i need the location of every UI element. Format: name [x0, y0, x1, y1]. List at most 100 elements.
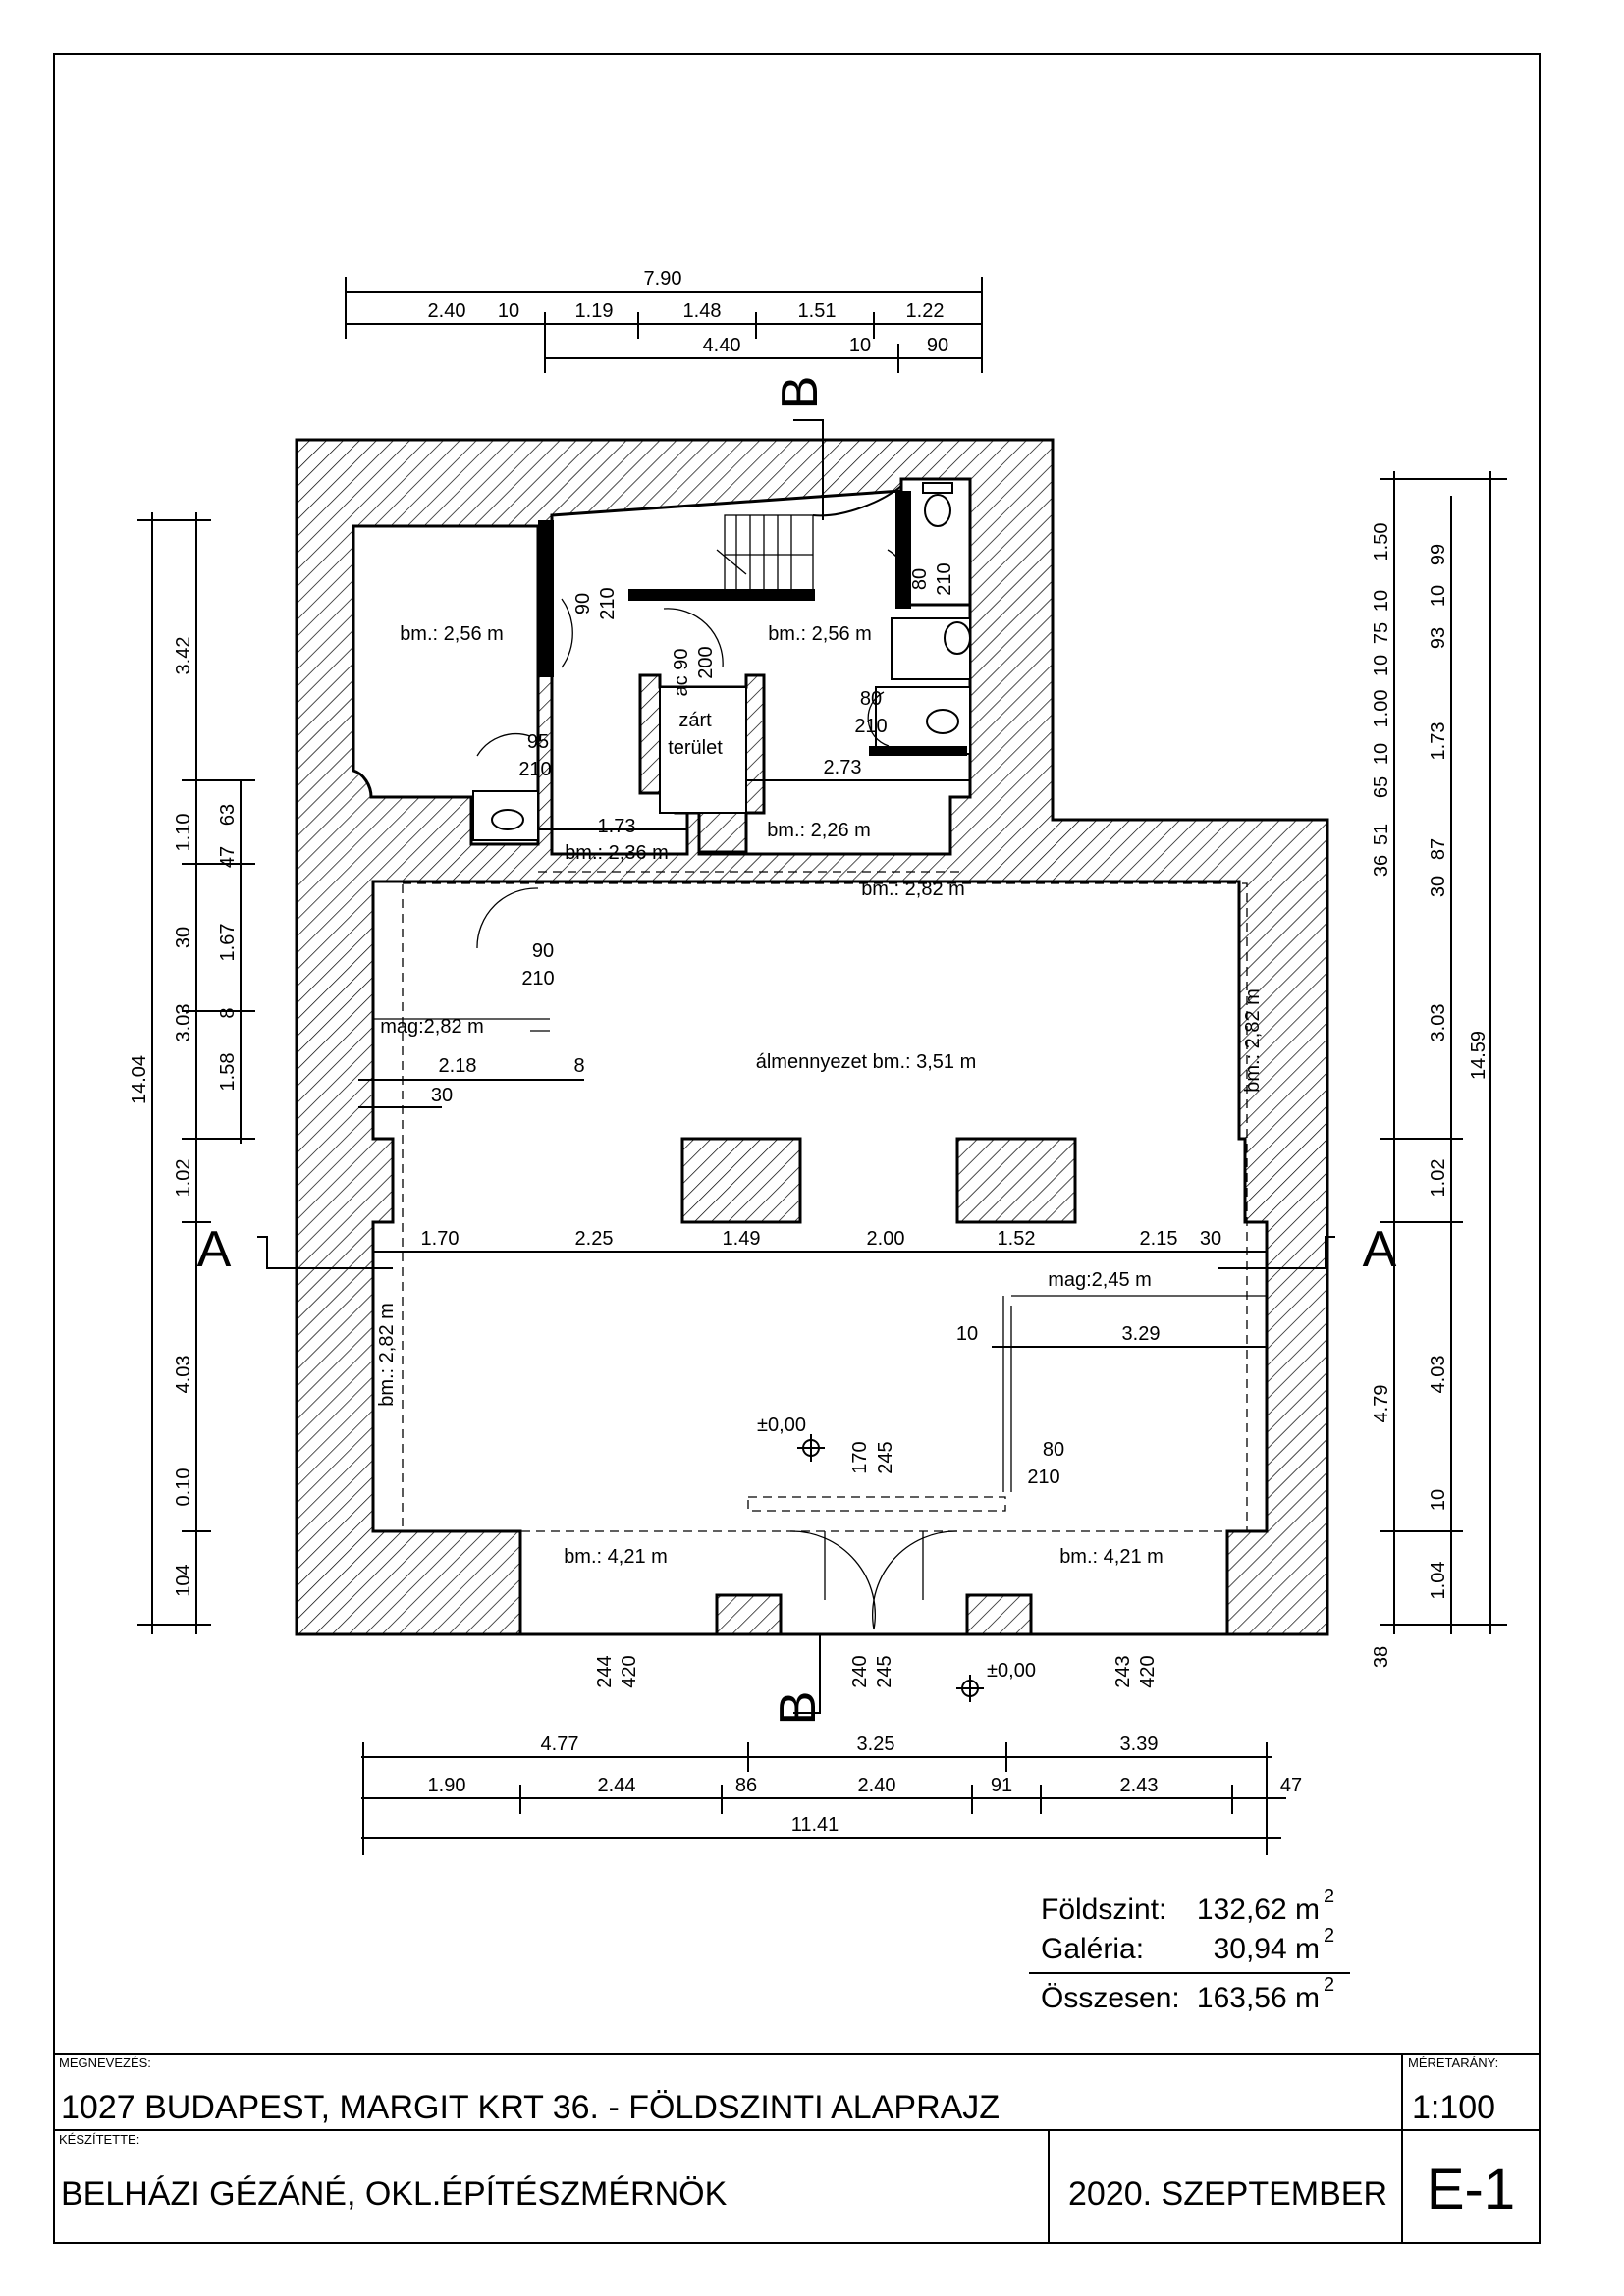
level-markers: [797, 1434, 984, 1702]
staircase: [716, 485, 902, 593]
dim-329: 3.29: [1122, 1323, 1161, 1345]
dim-left-overall: 14.04: [129, 1055, 150, 1104]
area-sup-1: 2: [1324, 1886, 1334, 1907]
dim-bottom-row2-b: 2.44: [598, 1775, 636, 1796]
label-upper-left-room: bm.: 2,56 m: [400, 623, 504, 645]
area-sup-2: 2: [1324, 1925, 1334, 1947]
door3-width: 80: [909, 568, 931, 590]
dim-mid-2: 2.25: [575, 1228, 614, 1250]
dim-left-4: 3.03: [173, 1004, 194, 1042]
door1-width: 90: [572, 593, 594, 614]
label-mag-282: mag:2,82 m: [380, 1016, 484, 1038]
dim-left-3: 30: [173, 927, 194, 948]
top-dimension-labels: 7.90 2.40 10 1.19 1.48 1.51 1.22 4.40 10…: [428, 268, 949, 356]
title-date-value: 2020. SZEPTEMBER: [1068, 2175, 1387, 2213]
dim-bottom-row2-d: 2.40: [858, 1775, 896, 1796]
dim-left-1: 3.42: [173, 637, 194, 675]
door-swings: [476, 549, 958, 1630]
area-value-1: 132,62 m: [1197, 1894, 1320, 1926]
dim-right-outer-11: 1.04: [1428, 1562, 1449, 1600]
room-labels: bm.: 2,56 m bm.: 2,56 m zárt terület bm.…: [376, 623, 1264, 1682]
dim-left-inner-1: 63: [217, 804, 239, 826]
dim-left-inner-3: 1.67: [217, 924, 239, 962]
sheet-border: [53, 53, 1541, 2244]
dim-right-outer-8: 1.02: [1428, 1159, 1449, 1198]
door1-height: 210: [597, 587, 619, 619]
door6-height: 210: [521, 968, 554, 989]
right-dimension-lines: [1380, 471, 1507, 1634]
sill-right-b: 420: [1137, 1655, 1159, 1687]
door5-width: 95: [527, 731, 549, 753]
dim-left-2: 1.10: [173, 814, 194, 852]
label-closed-area-2: terület: [668, 737, 723, 759]
area-sup-3: 2: [1324, 1974, 1334, 1996]
door4-width: 80: [860, 688, 882, 710]
bottom-dimension-labels: 4.77 3.25 3.39 1.90 2.44 86 2.40 91 2.43…: [428, 1734, 1303, 1836]
building-walls: [295, 438, 1329, 1636]
dim-right-outer-5: 87: [1428, 838, 1449, 860]
label-bm-236: bm.: 2,36 m: [565, 842, 669, 864]
area-summary: Földszint: 132,62 m 2 Galéria: 30,94 m 2…: [1029, 1886, 1350, 2014]
dim-left-7: 0.10: [173, 1468, 194, 1507]
dim-right-inner-7: 65: [1371, 776, 1392, 798]
area-label-1: Földszint:: [1041, 1894, 1166, 1926]
dim-bottom-row2-f: 2.43: [1120, 1775, 1159, 1796]
sill-mid-a: 240: [849, 1655, 871, 1687]
section-lines: [257, 419, 1335, 1714]
sill-mid-b: 245: [874, 1655, 895, 1687]
dim-top-row1-e: 1.51: [798, 300, 837, 322]
title-author-value: BELHÁZI GÉZÁNÉ, OKL.ÉPÍTÉSZMÉRNÖK: [61, 2175, 728, 2213]
dim-right-overall: 14.59: [1468, 1031, 1489, 1080]
title-name-label: MEGNEVEZÉS:: [59, 2056, 151, 2070]
label-closed-area-1: zárt: [678, 710, 712, 731]
dim-left-inner-5: 1.58: [217, 1053, 239, 1092]
section-a-left: A: [197, 1221, 232, 1278]
dim-273: 2.73: [824, 757, 862, 778]
dim-right-outer-9: 4.03: [1428, 1356, 1449, 1394]
title-block: MEGNEVEZÉS: 1027 BUDAPEST, MARGIT KRT 36…: [54, 2053, 1540, 2243]
dim-top-row1-a: 2.40: [428, 300, 466, 322]
sill-left-b: 420: [619, 1655, 640, 1687]
dim-top-row1-c: 1.19: [575, 300, 614, 322]
bottom-dimension-lines: [361, 1742, 1286, 1855]
dim-8: 8: [573, 1055, 584, 1077]
dim-left-8: 104: [173, 1564, 194, 1596]
dim-top-overall: 7.90: [644, 268, 682, 290]
door2-width: ac 90: [671, 649, 692, 697]
dim-mid-3: 1.49: [723, 1228, 761, 1250]
dim-mid-5: 1.52: [998, 1228, 1036, 1250]
top-dimension-lines: [345, 277, 983, 373]
dim-170: 170: [849, 1441, 871, 1473]
dim-mid-7: 30: [1200, 1228, 1221, 1250]
sill-right-a: 243: [1112, 1655, 1134, 1687]
label-bm-282-left: bm.: 2,82 m: [376, 1303, 398, 1407]
dim-right-outer-1: 99: [1428, 544, 1449, 565]
dim-bottom-row1-b: 3.25: [857, 1734, 895, 1755]
dim-10: 10: [956, 1323, 978, 1345]
dim-left-inner-2: 47: [217, 846, 239, 868]
section-b-bottom: B: [770, 1691, 827, 1726]
door6-width: 90: [532, 940, 554, 962]
dim-left-5: 1.02: [173, 1159, 194, 1198]
dim-right-outer-7: 3.03: [1428, 1004, 1449, 1042]
interior-dimension-lines: [373, 779, 1267, 1348]
dim-top-row2-a: 4.40: [703, 335, 741, 356]
dim-left-6: 4.03: [173, 1356, 194, 1394]
door7-height: 210: [1027, 1467, 1059, 1488]
dim-top-row2-b: 10: [849, 335, 871, 356]
section-a-right: A: [1363, 1221, 1397, 1278]
area-label-3: Összesen:: [1041, 1982, 1180, 2014]
dim-right-inner-1: 1.50: [1371, 523, 1392, 561]
right-dimension-labels: 14.59 99 10 93 1.73 87 30 3.03 1.02 4.03…: [1371, 523, 1489, 1669]
sill-left-a: 244: [594, 1655, 616, 1687]
dim-bottom-overall: 11.41: [791, 1814, 839, 1836]
dim-right-inner-2: 10: [1371, 590, 1392, 612]
door3-height: 210: [934, 562, 955, 595]
title-name-value: 1027 BUDAPEST, MARGIT KRT 36. - FÖLDSZIN…: [61, 2089, 1000, 2126]
dim-top-row1-d: 1.48: [683, 300, 722, 322]
dim-right-side: 4.79: [1371, 1385, 1392, 1423]
dim-bottom-row2-a: 1.90: [428, 1775, 466, 1796]
area-value-2: 30,94 m: [1214, 1933, 1320, 1965]
title-scale-label: MÉRETARÁNY:: [1408, 2056, 1498, 2070]
